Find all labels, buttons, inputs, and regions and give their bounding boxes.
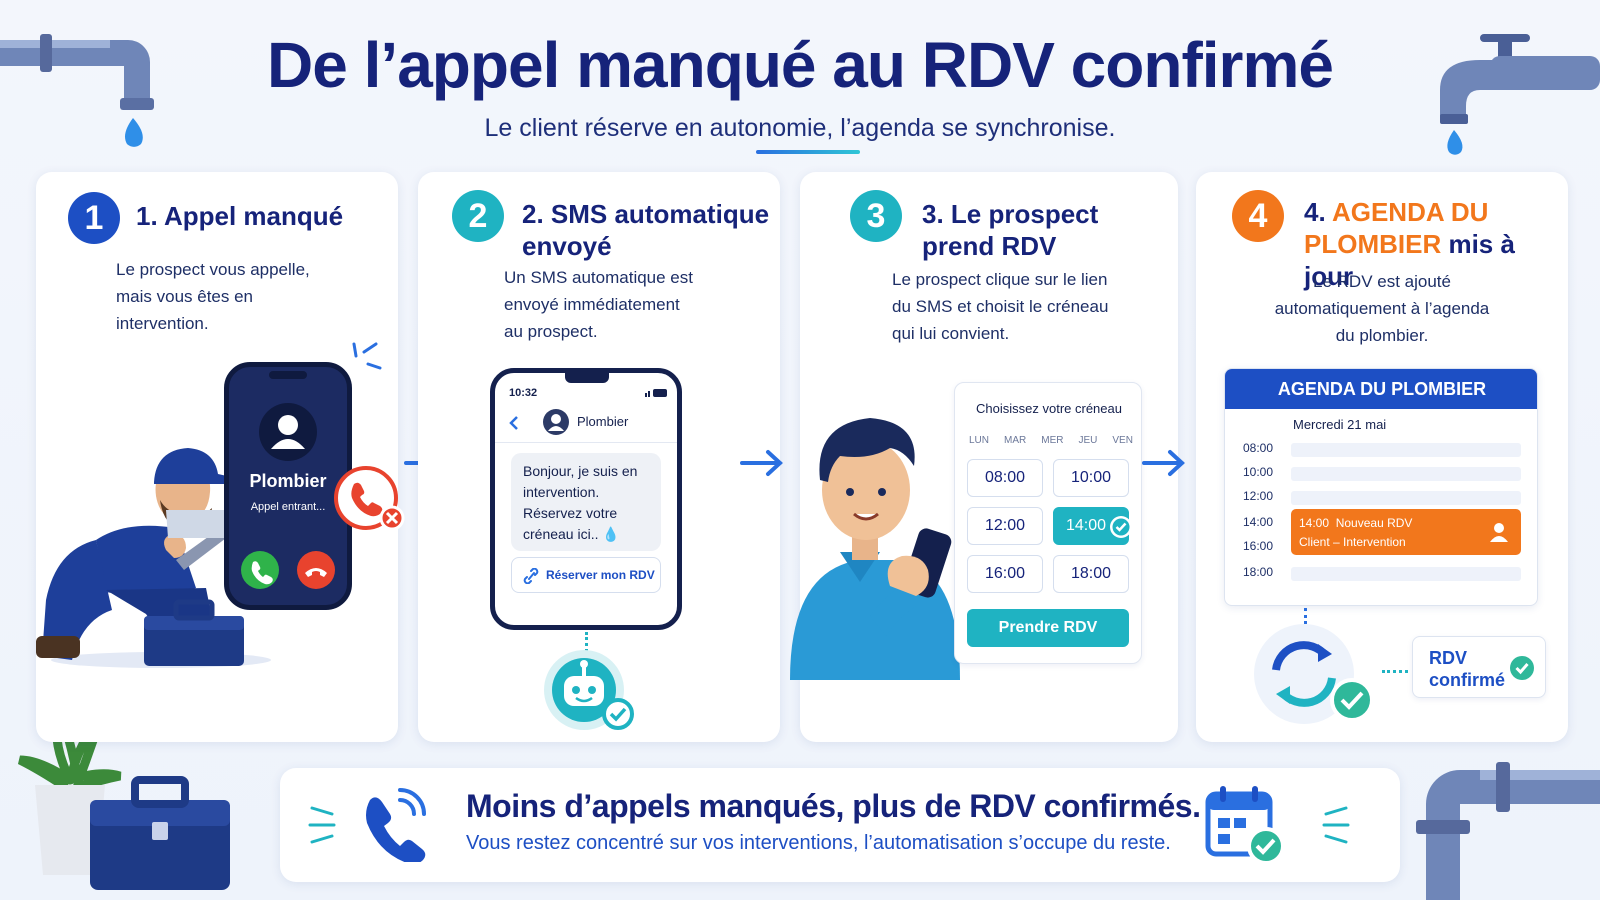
incoming-call-phone: Plombier Appel entrant... bbox=[224, 362, 352, 610]
battery-icon bbox=[645, 389, 667, 397]
hang-up-icon bbox=[305, 568, 327, 577]
missed-call-icon bbox=[334, 466, 405, 531]
faucet-top-right-icon bbox=[1440, 34, 1600, 155]
step-number-4: 4 bbox=[1232, 190, 1284, 242]
water-drop-icon: 💧 bbox=[598, 526, 620, 542]
step-title-1: 1. Appel manqué bbox=[136, 201, 344, 231]
new-appointment-event[interactable]: 14:00 Nouveau RDV Client – Intervention bbox=[1291, 509, 1521, 555]
decline-call-button[interactable] bbox=[297, 551, 335, 589]
title-underline bbox=[756, 150, 860, 154]
sms-phone: 10:32 Plombier Bonjour, je suis en inter… bbox=[490, 368, 682, 630]
check-icon bbox=[1510, 656, 1534, 680]
answer-call-button[interactable] bbox=[241, 551, 279, 589]
step-card-1: 1 1. Appel manqué Le prospect vous appel… bbox=[36, 172, 405, 742]
dotted-connector bbox=[1304, 608, 1307, 630]
phone-clock: 10:32 bbox=[509, 387, 538, 399]
sms-header: Plombier bbox=[495, 403, 677, 443]
summary-subline: Vous restez concentré sur vos interventi… bbox=[466, 832, 1171, 854]
user-icon bbox=[548, 414, 564, 431]
contact-name: Plombier bbox=[577, 414, 629, 429]
dotted-connector bbox=[1382, 670, 1408, 673]
time-slot[interactable]: 18:00 bbox=[1053, 555, 1129, 593]
book-appointment-button[interactable]: Prendre RDV bbox=[967, 609, 1129, 647]
agenda-time: 08:00 bbox=[1243, 441, 1274, 455]
agenda-row bbox=[1291, 467, 1521, 481]
link-icon bbox=[523, 568, 539, 584]
back-chevron-icon[interactable] bbox=[507, 415, 521, 431]
time-slot[interactable]: 16:00 bbox=[967, 555, 1043, 593]
arrow-right-icon bbox=[1142, 450, 1185, 476]
time-slot[interactable]: 08:00 bbox=[967, 459, 1043, 497]
prospect-with-phone-illustration-icon bbox=[790, 418, 960, 680]
phone-ringing-icon bbox=[366, 788, 426, 862]
summary-banner: Moins d’appels manqués, plus de RDV conf… bbox=[280, 768, 1400, 882]
agenda-time: 18:00 bbox=[1243, 565, 1274, 579]
step-desc-2: Un SMS automatique est envoyé immédiatem… bbox=[504, 268, 693, 341]
user-icon bbox=[271, 415, 305, 449]
step-number-1: 1 bbox=[68, 192, 120, 244]
user-icon bbox=[1490, 523, 1508, 542]
agenda-date: Mercredi 21 mai bbox=[1293, 417, 1387, 432]
pipe-top-left-icon bbox=[0, 34, 154, 147]
appointment-confirmed-badge: RDV confirmé bbox=[1412, 636, 1546, 698]
ring-lines-icon bbox=[352, 342, 382, 370]
time-slot[interactable]: 12:00 bbox=[967, 507, 1043, 545]
step-desc-1: Le prospect vous appelle, mais vous êtes… bbox=[116, 260, 310, 333]
call-status: Appel entrant... bbox=[250, 501, 326, 513]
sms-bubble: Bonjour, je suis en intervention. Réserv… bbox=[511, 453, 661, 551]
booking-title: Choisissez votre créneau bbox=[976, 401, 1122, 416]
calendar-check-icon bbox=[1205, 786, 1285, 865]
agenda-time: 10:00 bbox=[1243, 465, 1274, 479]
step-number-2: 2 bbox=[452, 190, 504, 242]
step-card-2: 2 2. SMS automatique envoyé Un SMS autom… bbox=[418, 172, 780, 742]
page-subtitle: Le client réserve en autonomie, l’agenda… bbox=[484, 114, 1116, 142]
caller-avatar bbox=[259, 403, 317, 461]
step-desc-4: Le RDV est ajouté automatiquement à l’ag… bbox=[1274, 272, 1490, 345]
agenda-row bbox=[1291, 491, 1521, 505]
sparkle-lines-icon bbox=[308, 806, 336, 844]
step-title-3: 3. Le prospect prend RDV bbox=[922, 199, 1099, 261]
step-card-4: 4 4. AGENDA DU PLOMBIER mis à jour Le RD… bbox=[1196, 172, 1568, 742]
agenda-row bbox=[1291, 443, 1521, 457]
book-appointment-link[interactable]: Réserver mon RDV bbox=[511, 557, 661, 593]
check-icon bbox=[1110, 516, 1132, 538]
step-card-3: 3 3. Le prospect prend RDV Le prospect c… bbox=[790, 172, 1178, 742]
plumber-agenda: AGENDA DU PLOMBIER Mercredi 21 mai 08:00… bbox=[1224, 368, 1538, 606]
sync-icon bbox=[1254, 624, 1374, 724]
agenda-time: 16:00 bbox=[1243, 539, 1274, 553]
plumber-illustration-icon bbox=[36, 448, 271, 668]
arrow-right-icon bbox=[740, 450, 783, 476]
agenda-header: AGENDA DU PLOMBIER bbox=[1225, 369, 1537, 409]
time-slot-selected[interactable]: 14:00 bbox=[1053, 507, 1132, 545]
step-title-4: 4. AGENDA DU PLOMBIER mis à jour bbox=[1304, 197, 1515, 291]
phone-icon bbox=[251, 561, 273, 585]
robot-bot-icon bbox=[544, 650, 634, 730]
page-title: De l’appel manqué au RDV confirmé bbox=[267, 29, 1334, 101]
caller-name: Plombier bbox=[249, 471, 327, 491]
step-desc-3: Le prospect clique sur le lien du SMS et… bbox=[892, 270, 1109, 343]
agenda-time: 12:00 bbox=[1243, 489, 1274, 503]
summary-headline: Moins d’appels manqués, plus de RDV conf… bbox=[466, 788, 1201, 824]
step-title-2: 2. SMS automatique envoyé bbox=[522, 199, 770, 261]
contact-avatar bbox=[543, 409, 569, 435]
agenda-time: 14:00 bbox=[1243, 515, 1274, 529]
pipe-bottom-right-icon bbox=[1416, 762, 1600, 900]
step-number-3: 3 bbox=[850, 190, 902, 242]
time-slot[interactable]: 10:00 bbox=[1053, 459, 1129, 497]
agenda-row bbox=[1291, 567, 1521, 581]
sparkle-lines-icon bbox=[1322, 806, 1350, 844]
